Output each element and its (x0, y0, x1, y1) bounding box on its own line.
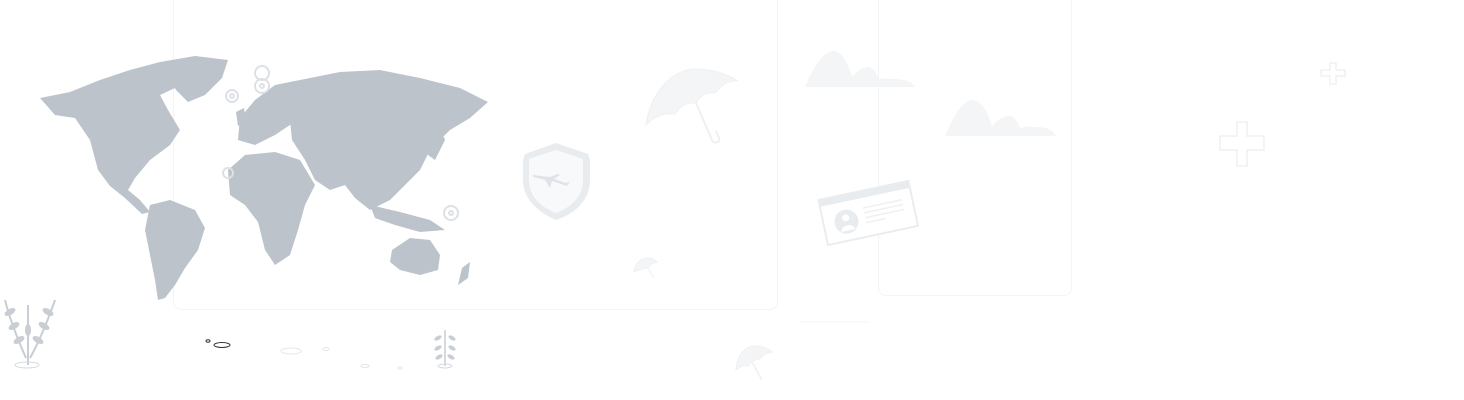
plant-icon (4, 299, 56, 369)
map-pin-icon (443, 205, 459, 221)
plus-icon (1320, 62, 1346, 85)
umbrella-icon (735, 345, 774, 381)
background-panel-right (878, 0, 1072, 296)
map-pin-icon (225, 89, 239, 103)
map-pin-icon (254, 65, 271, 94)
umbrella-icon (645, 68, 739, 144)
umbrella-icon (633, 257, 659, 279)
cloud-icon (805, 51, 915, 87)
plant-icon (434, 330, 456, 369)
world-map-icon (40, 56, 488, 300)
id-card-icon (817, 179, 920, 247)
cloud-icon (945, 100, 1056, 136)
shield-plane-icon (523, 143, 590, 220)
plus-icon (1219, 121, 1265, 167)
map-pin-icon (222, 167, 234, 179)
pebbles (205, 339, 403, 370)
